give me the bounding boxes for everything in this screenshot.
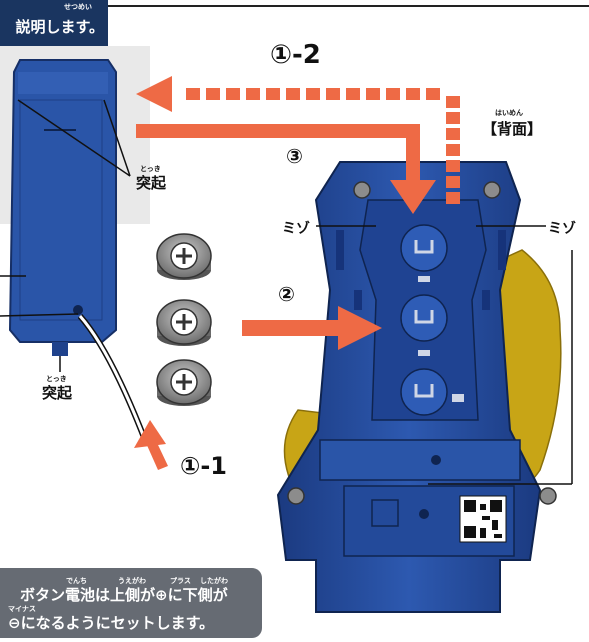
coin-battery-1 (156, 233, 212, 280)
caption-ruby-uegawa: うえがわ (118, 577, 146, 585)
caption-ruby-shitagawa: したがわ (200, 577, 228, 585)
qr-code (459, 495, 507, 543)
header-ruby: せつめい (64, 3, 92, 11)
back-label: 【背面】 (482, 120, 543, 138)
caption-box (0, 568, 262, 638)
protrusion-bottom-ruby: とっき (46, 375, 67, 383)
header-band (0, 0, 108, 46)
header-text: 説明します。 (15, 18, 104, 36)
arrow-step-3 (136, 124, 436, 214)
coin-battery-3 (156, 359, 212, 406)
battery-cover (8, 59, 117, 356)
arrow-step-2 (242, 306, 382, 350)
groove-right-label: ミゾ (548, 221, 576, 237)
coin-battery-2 (156, 299, 212, 346)
caption-ruby-denchi: でんち (66, 577, 87, 585)
caption-ruby-plus: プラス (170, 577, 191, 585)
cover-leaders (0, 99, 131, 372)
protrusion-top-label: 突起 (136, 174, 167, 192)
protrusion-bottom-label: 突起 (42, 384, 73, 402)
protrusion-top-ruby: とっき (140, 165, 161, 173)
cover-path-inner (78, 315, 147, 441)
arrow-step-1-1 (134, 420, 168, 470)
step-3-label: ③ (286, 144, 303, 168)
caption-line-1: ボタン電池は上側が⊕に下側が (20, 586, 228, 604)
groove-left-label: ミゾ (282, 221, 310, 237)
caption-line-2: ⊖になるようにセットします。 (8, 614, 215, 632)
divider-line (108, 5, 589, 7)
step-1-2-label: ①-2 (270, 40, 321, 70)
step-2-label: ② (278, 282, 295, 306)
back-label-ruby: はいめん (495, 109, 523, 117)
groove-leaders (316, 225, 573, 485)
step-1-1-label: ①-1 (180, 452, 227, 480)
arrow-step-1-2 (136, 76, 460, 204)
caption-ruby-minus: マイナス (8, 605, 36, 613)
